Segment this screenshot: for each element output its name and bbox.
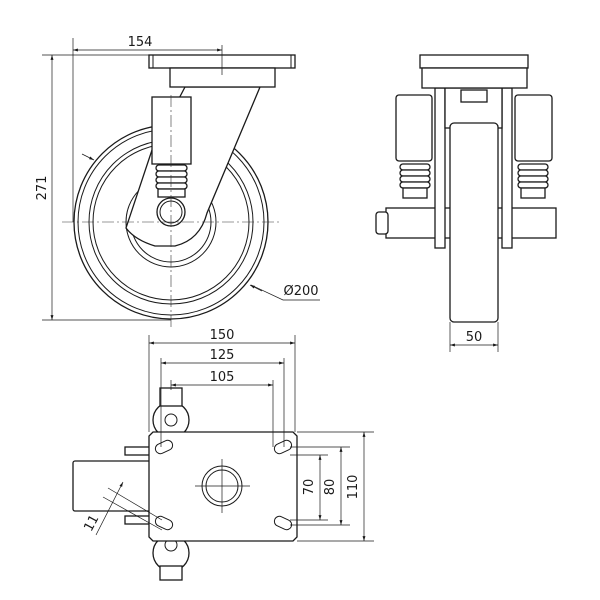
dim-50: 50	[466, 330, 483, 345]
front-view: 154 271 Ø200	[35, 35, 320, 330]
side-view: 50	[375, 54, 557, 352]
fork-leg-left	[434, 87, 446, 249]
dim-271: 271	[35, 176, 50, 201]
springs	[399, 163, 549, 199]
spring-housing-left	[395, 94, 433, 162]
wheel-side	[449, 122, 499, 323]
kingpin-nut	[460, 89, 488, 103]
mounting-slots	[154, 439, 293, 531]
side-top-plate	[419, 54, 529, 69]
top-view: 150 125 105 70 80 110 11	[72, 328, 374, 581]
dim-125: 125	[210, 348, 235, 363]
spring	[155, 164, 188, 198]
spring-housing-right	[514, 94, 553, 162]
dim-70: 70	[302, 479, 317, 496]
dim-110: 110	[346, 475, 361, 500]
dim-80: 80	[323, 479, 338, 496]
spring-housing	[151, 96, 192, 165]
swivel-plate	[169, 67, 276, 88]
dim-150: 150	[210, 328, 235, 343]
mounting-plate	[148, 431, 298, 542]
dim-11: 11	[81, 513, 102, 535]
dim-105: 105	[210, 370, 235, 385]
dim-154: 154	[128, 35, 153, 50]
axle-nut	[375, 211, 389, 235]
fork-leg-right	[501, 87, 513, 249]
dim-diameter-200: Ø200	[283, 284, 318, 299]
